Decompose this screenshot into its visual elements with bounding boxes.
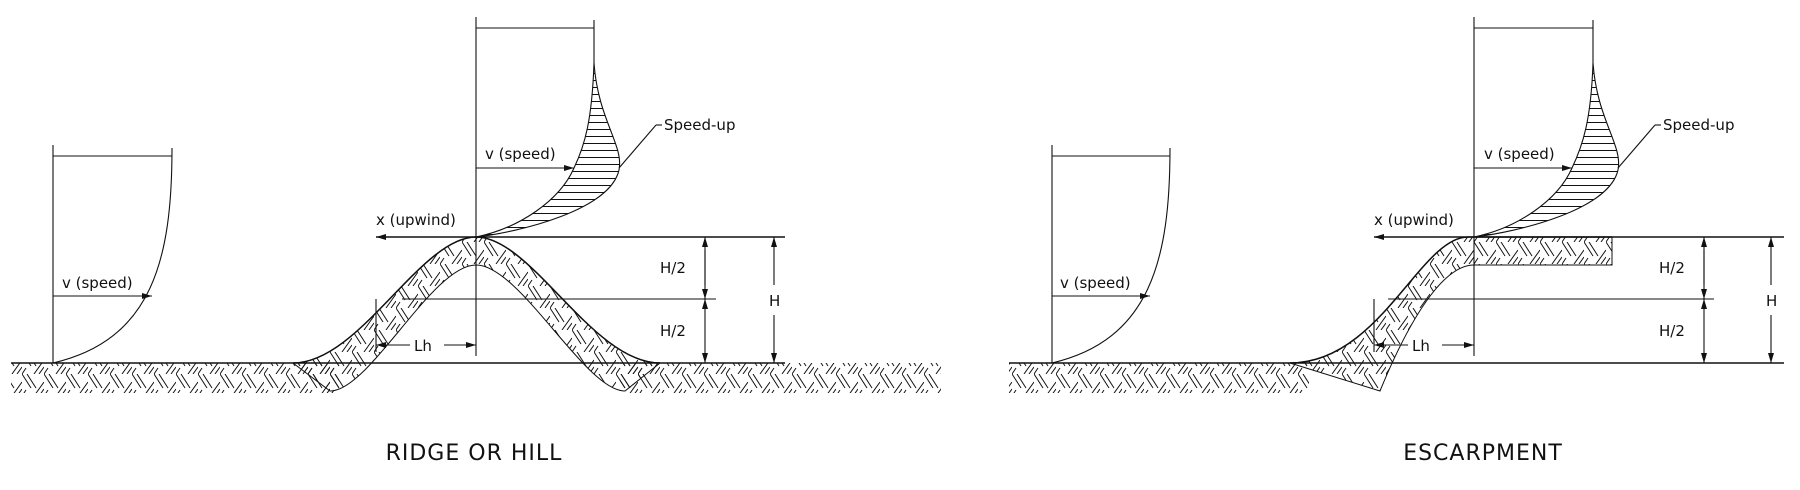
upwind-profile-curve — [52, 147, 173, 364]
escarpment-outline — [1289, 236, 1612, 364]
speedup-area — [1474, 63, 1619, 237]
speedup-outer-curve — [475, 62, 621, 238]
speedup-label: Speed-up — [1663, 116, 1734, 134]
lh-label: Lh — [414, 337, 432, 355]
crest-speed-label: v (speed) — [1484, 145, 1555, 163]
escarpment-hatch — [1289, 236, 1613, 392]
speedup-leader — [1617, 124, 1656, 169]
upwind-profile-curve — [1051, 147, 1171, 364]
escarpment-panel: v (speed) v (speed) Speed-up x (upwind) … — [1009, 17, 1784, 466]
x-axis-label: x (upwind) — [376, 211, 456, 229]
speedup-leader — [618, 124, 657, 169]
ridge-panel: v (speed) v (speed) Speed-up x (upwind) … — [11, 17, 941, 466]
speedup-outer-curve — [1473, 62, 1620, 238]
h2-upper-label: H/2 — [1659, 259, 1685, 277]
x-axis-label: x (upwind) — [1374, 211, 1454, 229]
panel-title: ESCARPMENT — [1403, 441, 1563, 466]
upwind-speed-label: v (speed) — [1060, 274, 1131, 292]
upwind-speed-label: v (speed) — [62, 274, 133, 292]
ground-hatch — [11, 363, 339, 393]
panel-title: RIDGE OR HILL — [386, 441, 563, 466]
ground-hatch — [1009, 363, 1309, 393]
h2-lower-label: H/2 — [1659, 322, 1685, 340]
h2-lower-label: H/2 — [660, 322, 686, 340]
lh-label: Lh — [1412, 337, 1430, 355]
speedup-area — [476, 63, 620, 237]
speedup-label: Speed-up — [664, 116, 735, 134]
h2-upper-label: H/2 — [660, 259, 686, 277]
ground-hatch — [620, 363, 941, 393]
h-label: H — [769, 292, 780, 310]
h-label: H — [1766, 292, 1777, 310]
crest-speed-label: v (speed) — [485, 145, 556, 163]
